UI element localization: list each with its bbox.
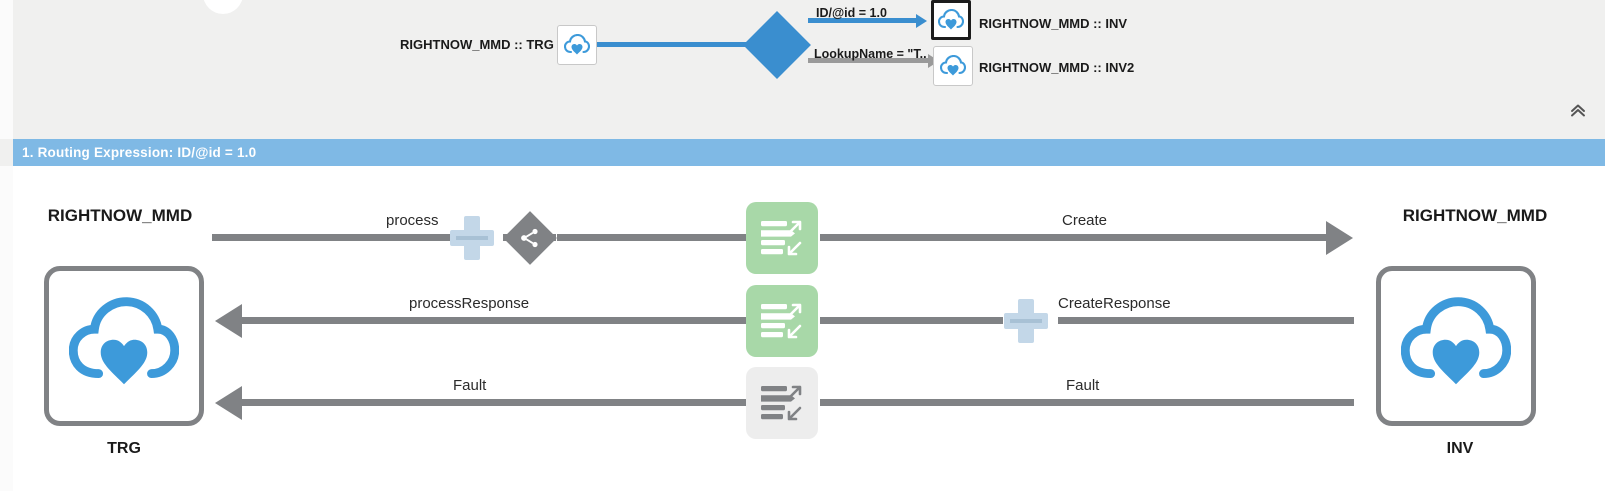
overview-panel: RIGHTNOW_MMD :: TRG ID/@id = 1.0 LookupN… <box>0 0 1605 139</box>
row-response-line-left <box>242 317 747 324</box>
overview-node-label-trg: RIGHTNOW_MMD :: TRG <box>400 37 554 52</box>
overview-canvas[interactable]: RIGHTNOW_MMD :: TRG ID/@id = 1.0 LookupN… <box>13 0 1605 139</box>
row-request-arrowhead <box>1326 220 1353 255</box>
source-endpoint-caption: TRG <box>107 440 141 457</box>
row-response-transform-icon[interactable] <box>746 285 818 357</box>
row-fault-line-left <box>242 399 747 406</box>
row-request-right-label: Create <box>1062 212 1108 229</box>
row-response-line-mid <box>820 317 1003 324</box>
section-header-gutter <box>0 139 13 166</box>
row-request-line-mid <box>557 234 747 241</box>
row-request-line-right <box>820 234 1330 241</box>
overview-edge-1-line <box>808 18 918 23</box>
row-response-left-label: processResponse <box>409 295 530 312</box>
row-fault-arrowhead <box>215 386 242 420</box>
row-fault-line-right <box>820 399 1354 406</box>
row-request-left-label: process <box>386 212 439 229</box>
section-header-routing-expression[interactable]: 1. Routing Expression: ID/@id = 1.0 <box>13 139 1605 166</box>
row-fault-left-label: Fault <box>453 377 487 394</box>
overview-node-inv2[interactable] <box>933 46 973 86</box>
source-endpoint-title: RIGHTNOW_MMD <box>47 206 193 225</box>
row-fault-right-label: Fault <box>1066 377 1100 394</box>
cloud-heart-icon <box>1400 296 1512 396</box>
row-response-line-right <box>1058 317 1354 324</box>
row-response-arrowhead <box>215 304 242 338</box>
cloud-heart-icon <box>938 9 964 31</box>
detail-left-gutter <box>0 166 13 491</box>
row-response-right-label: CreateResponse <box>1058 295 1171 312</box>
route-share-connector-right <box>549 234 556 241</box>
source-endpoint-box[interactable] <box>44 266 204 426</box>
overview-node-trg[interactable] <box>557 25 597 65</box>
overview-routing-diamond[interactable] <box>743 11 811 79</box>
target-endpoint-box[interactable] <box>1376 266 1536 426</box>
detail-diagram-panel: RIGHTNOW_MMD TRG RIGHTNOW_MMD INV proces… <box>0 166 1605 491</box>
overview-edge-trunk <box>597 42 772 47</box>
cloud-heart-icon <box>940 55 966 77</box>
overview-node-inv[interactable] <box>931 0 971 40</box>
cloud-heart-icon <box>564 34 590 56</box>
overview-edge-2-line <box>808 58 930 63</box>
row-request-line-left <box>212 234 457 241</box>
target-endpoint-caption: INV <box>1446 440 1474 457</box>
chevron-double-up-icon[interactable] <box>1567 99 1589 121</box>
add-node-icon[interactable] <box>450 216 494 260</box>
decorative-white-circle <box>203 0 243 14</box>
overview-node-label-inv2: RIGHTNOW_MMD :: INV2 <box>979 60 1135 75</box>
cloud-heart-icon <box>68 296 180 396</box>
add-node-icon[interactable] <box>1004 299 1048 343</box>
overview-edge-1-label: ID/@id = 1.0 <box>816 6 887 20</box>
row-fault-transform-icon[interactable] <box>746 367 818 439</box>
overview-edge-1-arrow <box>916 13 927 28</box>
target-endpoint-title: RIGHTNOW_MMD <box>1402 206 1548 225</box>
row-request-transform-icon[interactable] <box>746 202 818 274</box>
overview-edge-2-label: LookupName = "T.. <box>814 47 927 61</box>
overview-node-label-inv: RIGHTNOW_MMD :: INV <box>979 16 1128 31</box>
route-share-icon[interactable] <box>503 211 557 265</box>
overview-left-gutter <box>0 0 13 139</box>
